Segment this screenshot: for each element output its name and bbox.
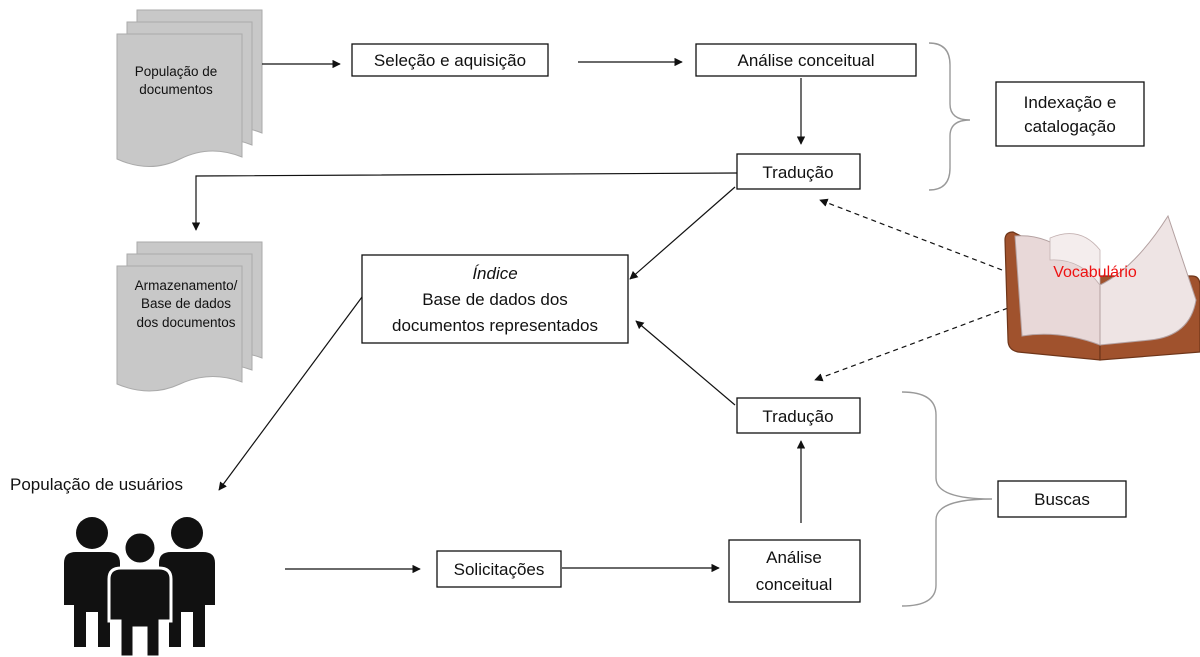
- vocabulary-arrows: [814, 198, 1017, 382]
- arrow-index-to-users: [218, 296, 363, 491]
- document-storage-label-line3: dos documentos: [136, 315, 235, 330]
- flow-arrows: [191, 57, 806, 574]
- document-population-label-line2: documentos: [139, 82, 213, 97]
- arrow-translation-to-index: [629, 186, 736, 280]
- vocabulary-label: Vocabulário: [1053, 264, 1137, 281]
- index-box: Índice Base de dados dos documentos repr…: [361, 254, 629, 344]
- searches-box: Buscas: [997, 480, 1127, 518]
- users-icon: [64, 517, 215, 657]
- requests-box-label: Solicitações: [454, 560, 545, 579]
- searches-box-label: Buscas: [1034, 490, 1090, 509]
- analysis-bottom-box-label-line2: conceitual: [756, 575, 833, 594]
- analysis-bottom-box-label-line1: Análise: [766, 548, 822, 567]
- arrow-vocabulary-to-translation-top: [819, 198, 1003, 271]
- brace-searches: [901, 391, 993, 607]
- indexing-box: Indexação e catalogação: [995, 81, 1145, 147]
- indexing-box-label-line2: catalogação: [1024, 117, 1116, 136]
- document-storage-label-line2: Base de dados: [141, 296, 231, 311]
- document-population-stack: População de documentos: [116, 9, 263, 167]
- index-box-label-line1: Base de dados dos: [422, 290, 568, 309]
- indexing-box-label-line1: Indexação e: [1024, 93, 1117, 112]
- analysis-bottom-box: Análise conceitual: [728, 539, 861, 603]
- document-storage-label-line1: Armazenamento/: [135, 278, 238, 293]
- translation-top-box: Tradução: [736, 153, 861, 190]
- selection-box-label: Seleção e aquisição: [374, 51, 526, 70]
- translation-bottom-box-label: Tradução: [762, 407, 833, 426]
- translation-bottom-box: Tradução: [736, 397, 861, 434]
- analysis-top-box-label: Análise conceitual: [737, 51, 874, 70]
- index-box-title: Índice: [472, 264, 517, 283]
- arrow-translation-bottom-to-index: [635, 320, 736, 406]
- selection-box: Seleção e aquisição: [351, 43, 549, 77]
- users-label: População de usuários: [10, 475, 183, 494]
- requests-box: Solicitações: [436, 550, 562, 588]
- document-storage-stack: Armazenamento/ Base de dados dos documen…: [116, 241, 263, 392]
- brace-indexing: [928, 42, 971, 191]
- analysis-top-box: Análise conceitual: [695, 43, 917, 77]
- vocabulary-book-icon: Vocabulário: [1004, 214, 1200, 361]
- document-population-label-line1: População de: [135, 64, 218, 79]
- arrow-vocabulary-to-translation-bottom: [814, 304, 1017, 382]
- index-box-label-line2: documentos representados: [392, 316, 598, 335]
- arrow-translation-to-storage: [191, 172, 738, 231]
- translation-top-box-label: Tradução: [762, 163, 833, 182]
